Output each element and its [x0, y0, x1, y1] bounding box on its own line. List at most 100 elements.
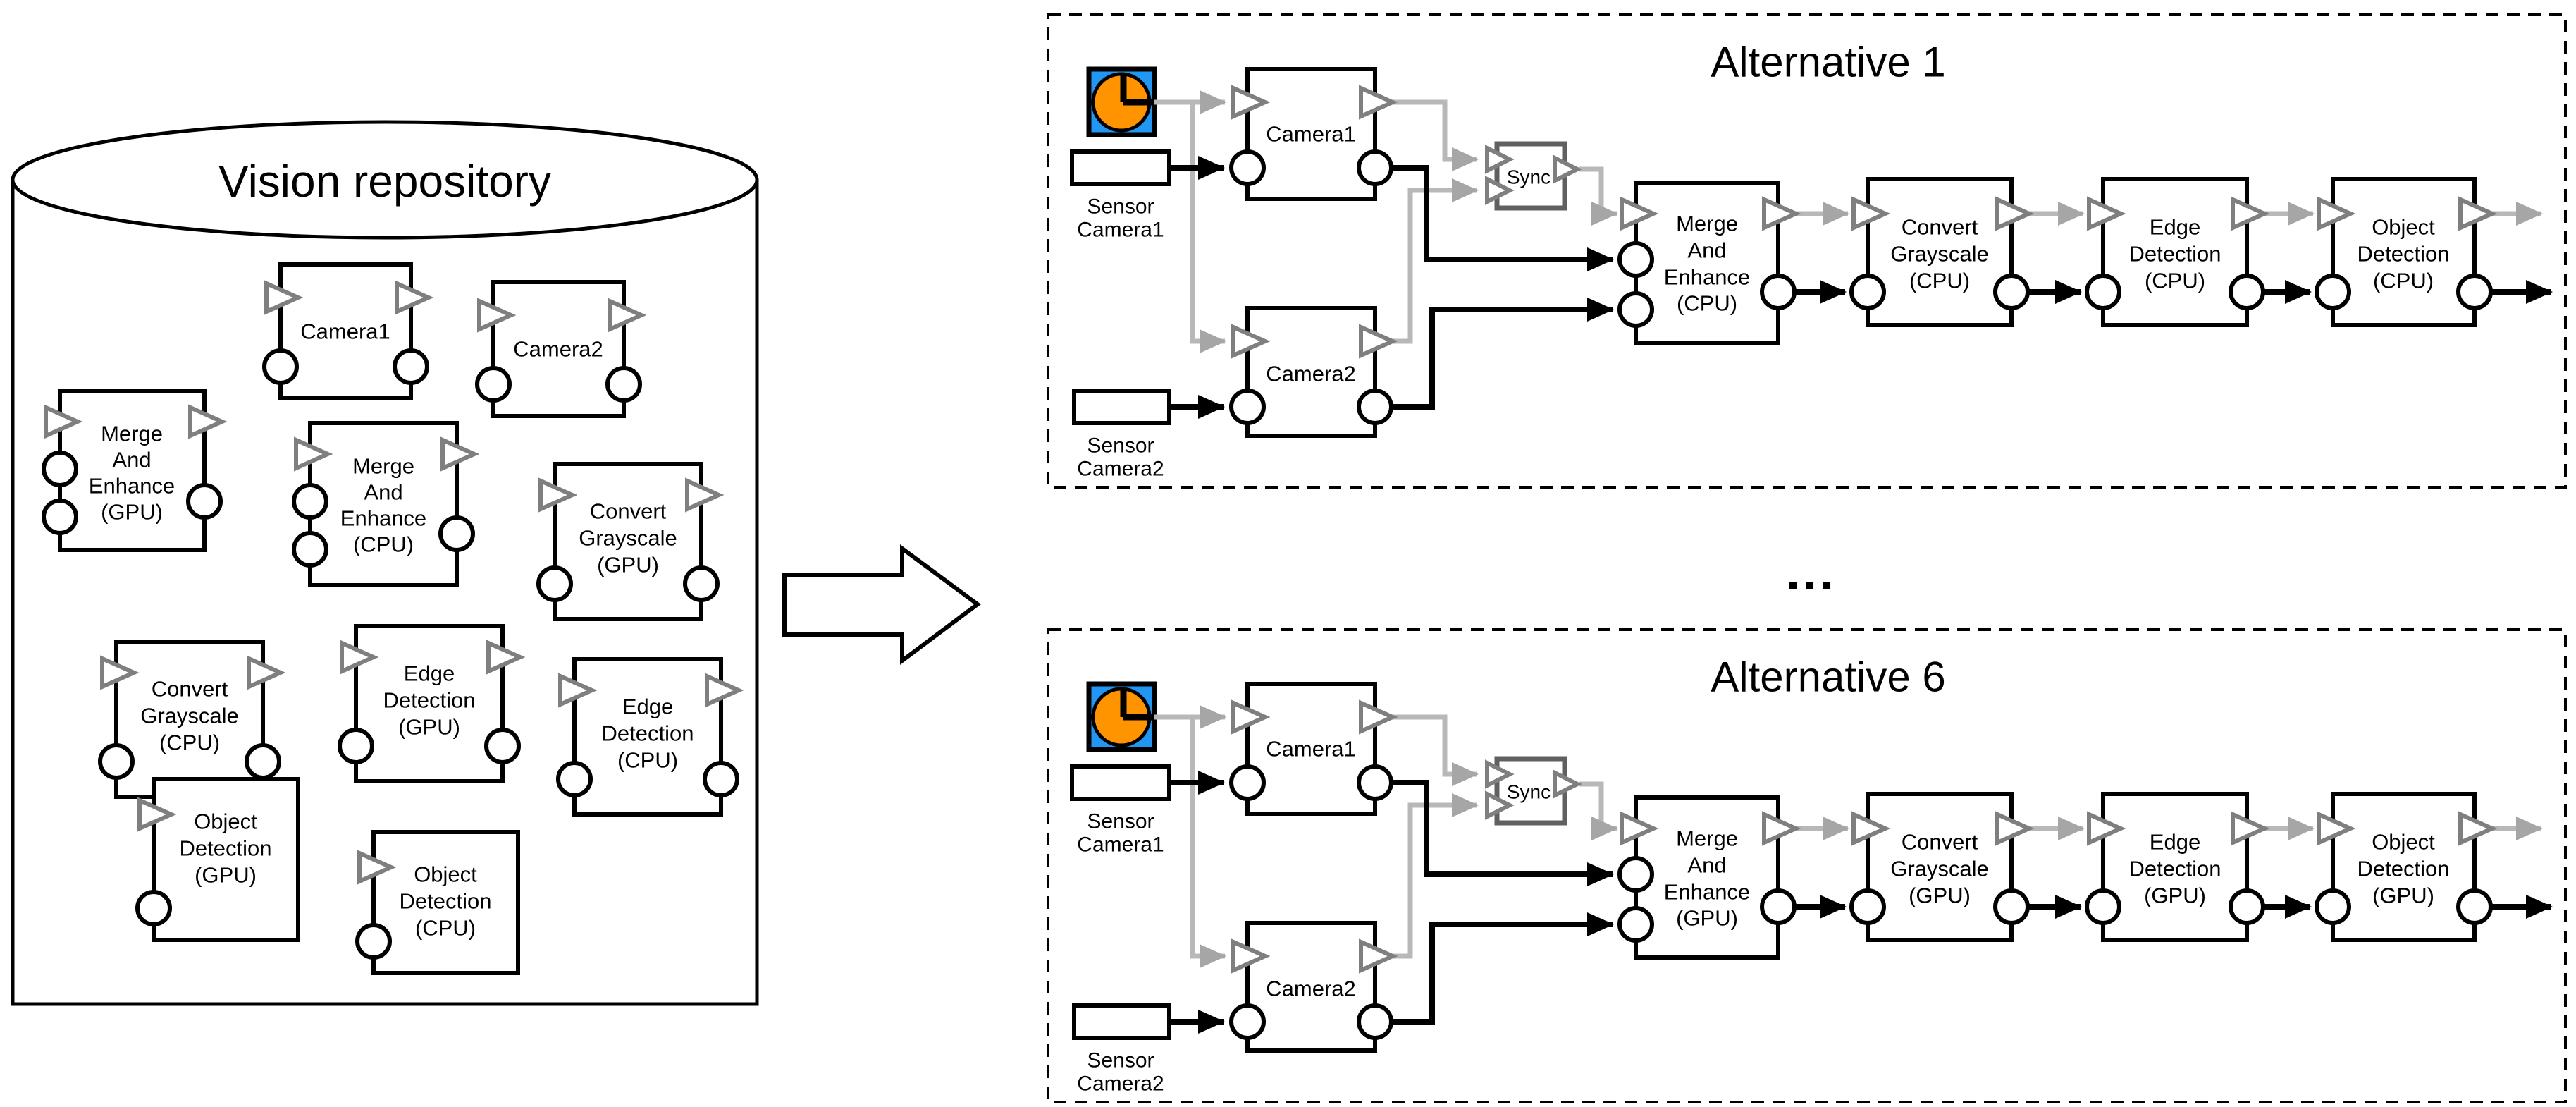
- trigger-out-port-icon: [188, 404, 228, 439]
- processor-label: (CPU): [2373, 269, 2434, 293]
- vision-repository: Vision repository Camera1 Camera2: [11, 120, 759, 1006]
- data-out-port-icon: [1993, 888, 2030, 925]
- component-merge-and-enhance: Merge And Enhance (GPU): [1617, 795, 1801, 960]
- repo-component-camera1: Camera1: [262, 262, 434, 400]
- processor-label: (CPU): [617, 748, 678, 773]
- data-out-port-icon: [1357, 149, 1393, 186]
- component-label: Merge: [101, 422, 163, 446]
- component-label: Object: [414, 862, 477, 887]
- component-label: Convert: [1902, 215, 1978, 240]
- trigger-in-port-icon: [1485, 759, 1515, 789]
- component-label: Edge: [2150, 830, 2200, 855]
- trigger-connection-line: [1190, 102, 1226, 353]
- data-in-port-icon: [2085, 888, 2121, 925]
- data-in-port-icon: [292, 531, 328, 568]
- component-label: Enhance: [1664, 265, 1750, 290]
- data-in-port-icon: [1229, 149, 1266, 186]
- processor-label: (GPU): [1909, 883, 1971, 908]
- component-label: Camera1: [300, 319, 390, 344]
- component-edge-detection: Edge Detection (CPU): [2085, 177, 2270, 327]
- sensor-label: Camera1: [1077, 833, 1164, 857]
- component-label: Edge: [622, 695, 673, 719]
- data-in-port-icon: [1617, 856, 1654, 893]
- data-out-port-icon: [2229, 274, 2265, 310]
- component-convert-grayscale: Convert Grayscale (GPU): [1849, 792, 2035, 942]
- data-in-port-icon: [42, 451, 78, 487]
- component-sync: Sync: [1485, 756, 1582, 826]
- repo-component-convert-grayscale-gpu: Convert Grayscale (GPU): [536, 462, 725, 621]
- sensor-camera2-box: Sensor Camera2: [1072, 389, 1171, 481]
- trigger-in-port-icon: [294, 436, 333, 472]
- component-label: Merge: [1676, 826, 1738, 851]
- processor-label: (GPU): [101, 500, 163, 525]
- processor-label: (CPU): [415, 916, 476, 941]
- sensor-label: Sensor: [1087, 434, 1154, 458]
- trigger-in-port-icon: [477, 298, 517, 333]
- component-merge-and-enhance: Merge And Enhance (CPU): [1617, 181, 1801, 345]
- trigger-connection-line: [1393, 178, 1479, 344]
- repo-component-merge-and-enhance-gpu: Merge And Enhance (GPU): [42, 389, 228, 552]
- data-connection-line: [1391, 165, 1614, 271]
- component-label: Camera1: [1266, 737, 1356, 762]
- trigger-out-port-icon: [2231, 196, 2270, 231]
- sensor-camera1-box: Sensor Camera1: [1070, 149, 1171, 242]
- component-label: Convert: [152, 677, 228, 702]
- trigger-in-port-icon: [100, 655, 140, 690]
- trigger-in-port-icon: [1485, 145, 1515, 174]
- component-camera1: Camera1: [1229, 682, 1398, 816]
- trigger-connection-line: [1393, 99, 1479, 171]
- data-out-port-icon: [2229, 888, 2265, 925]
- sensor-label: Camera2: [1077, 1072, 1164, 1096]
- component-label: Grayscale: [1890, 242, 1989, 267]
- component-object-detection: Object Detection (CPU): [2315, 177, 2498, 327]
- trigger-in-port-icon: [1485, 176, 1515, 205]
- data-in-port-icon: [1617, 291, 1654, 328]
- trigger-in-port-icon: [1851, 196, 1891, 231]
- data-out-port-icon: [703, 761, 739, 797]
- data-in-port-icon: [98, 743, 135, 780]
- data-out-port-icon: [1760, 274, 1797, 310]
- data-out-port-icon: [1357, 764, 1393, 801]
- data-in-port-icon: [2315, 888, 2351, 925]
- component-label: Merge: [1676, 212, 1738, 236]
- sensor-label: Sensor: [1087, 810, 1154, 833]
- component-label: Object: [2372, 215, 2435, 240]
- component-label: Detection: [2129, 242, 2221, 267]
- trigger-in-port-icon: [2087, 196, 2126, 231]
- component-label: Camera2: [1266, 362, 1356, 386]
- repo-component-merge-and-enhance-cpu: Merge And Enhance (CPU): [292, 421, 480, 587]
- component-label: Edge: [404, 661, 455, 686]
- trigger-out-port-icon: [1359, 85, 1398, 120]
- component-label: Detection: [2129, 857, 2221, 881]
- component-camera2: Camera2: [1229, 921, 1398, 1053]
- component-label: And: [1687, 853, 1726, 878]
- data-out-port-icon: [393, 348, 429, 385]
- data-in-port-icon: [2085, 274, 2121, 310]
- data-in-port-icon: [1229, 1003, 1266, 1040]
- processor-label: (CPU): [1677, 291, 1737, 316]
- data-connection-line: [1391, 298, 1614, 410]
- component-label: And: [112, 448, 151, 472]
- data-in-port-icon: [536, 565, 573, 602]
- data-out-port-icon: [2456, 888, 2493, 925]
- trigger-connection-line: [1393, 714, 1479, 786]
- component-label: Convert: [1902, 830, 1978, 855]
- sensor-label: Camera1: [1077, 219, 1164, 242]
- trigger-in-port-icon: [1231, 699, 1271, 735]
- component-label: Edge: [2150, 215, 2200, 240]
- trigger-out-port-icon: [2458, 196, 2498, 231]
- component-label: Merge: [352, 454, 414, 479]
- repo-component-convert-grayscale-cpu: Convert Grayscale (CPU): [98, 640, 286, 799]
- data-out-port-icon: [2456, 274, 2493, 310]
- data-in-port-icon: [1229, 389, 1266, 425]
- data-in-port-icon: [1849, 274, 1886, 310]
- trigger-out-port-icon: [1762, 196, 1801, 231]
- component-label: Object: [194, 809, 257, 834]
- data-in-port-icon: [292, 483, 328, 520]
- component-label: Convert: [590, 499, 667, 524]
- trigger-out-port-icon: [486, 640, 526, 675]
- trigger-in-port-icon: [538, 477, 578, 513]
- component-label: Sync: [1507, 781, 1551, 803]
- trigger-in-port-icon: [1231, 324, 1271, 359]
